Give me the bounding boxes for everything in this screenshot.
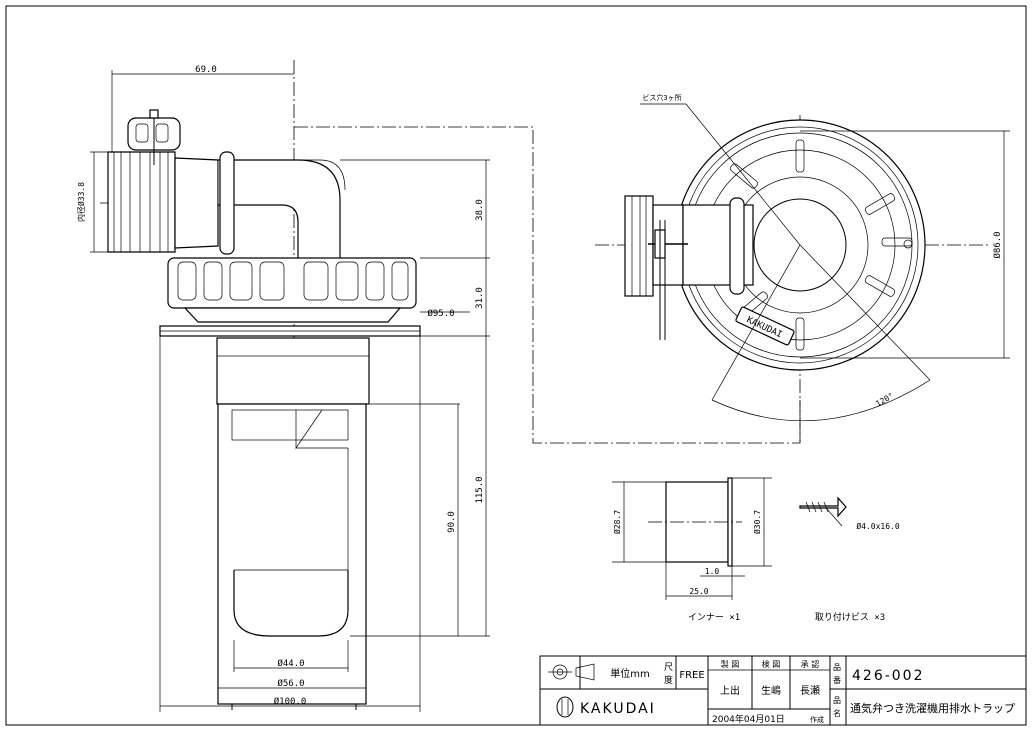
part-number: 426-002 [852, 668, 925, 684]
sheet-border [5, 5, 1027, 726]
dim-inner-33-8: 内径Ø33.8 [76, 182, 86, 222]
date-suffix: 作成 [810, 715, 824, 724]
dim-100: Ø100.0 [274, 696, 307, 707]
dim-69: 69.0 [195, 65, 217, 75]
screw-part-view: Ø4.0x16.0 取り付けビス ×3 [799, 496, 900, 623]
kakudai-logo-icon [556, 696, 574, 718]
front-elevation-view: 69.0 内径Ø33.8 38.0 31.0 Ø95.0 115.0 90.0 … [76, 60, 801, 712]
part-no-label-bottom: 番 [833, 675, 841, 685]
scale-value: FREE [679, 670, 704, 681]
dim-25: 25.0 [689, 587, 708, 596]
dim-56: Ø56.0 [277, 678, 304, 689]
drawn-header: 製 図 [721, 659, 740, 669]
dim-90: 90.0 [447, 511, 457, 533]
dim-30-7: Ø30.7 [752, 510, 762, 534]
drawn-by: 上出 [720, 684, 740, 697]
name-label-top: 品 [833, 696, 841, 705]
dim-115: 115.0 [475, 476, 485, 503]
name-label-bottom: 名 [833, 708, 841, 718]
unit-label: 単位mm [610, 667, 649, 680]
inner-part-view: Ø28.7 Ø30.7 1.0 25.0 インナー ×1 [612, 477, 772, 623]
product-name: 通気弁つき洗濯機用排水トラップ [850, 701, 1015, 715]
screw-label: 取り付けビス ×3 [815, 612, 885, 623]
top-plan-view: KAKUDAI ビス穴3ヶ所 Ø86.0 120° [595, 93, 1010, 445]
scale-label-top: 尺 [664, 662, 673, 673]
approved-by: 長瀬 [800, 685, 820, 697]
dim-28-7: Ø28.7 [612, 510, 622, 534]
title-block: 単位mm 尺 度 FREE 製 図 検 図 承 認 上出 生嶋 長瀬 品 番 4… [539, 655, 1027, 726]
scale-label-bottom: 度 [664, 674, 673, 686]
dim-31: 31.0 [475, 287, 485, 309]
dim-38: 38.0 [475, 199, 485, 221]
checked-header: 検 図 [762, 659, 781, 669]
dim-95: Ø95.0 [427, 308, 454, 319]
approved-header: 承 認 [801, 659, 820, 669]
dim-44: Ø44.0 [277, 658, 304, 669]
dim-120-deg: 120° [874, 391, 895, 408]
drawing-date: 2004年04月01日 [712, 713, 785, 725]
inner-label: インナー ×1 [688, 612, 740, 623]
screw-hole-note: ビス穴3ヶ所 [642, 93, 681, 102]
screw-dim: Ø4.0x16.0 [856, 521, 900, 531]
dim-86: Ø86.0 [992, 231, 1003, 258]
projection-symbol-icon [548, 663, 595, 681]
checked-by: 生嶋 [761, 684, 781, 697]
dim-1: 1.0 [705, 567, 720, 576]
part-no-label-top: 品 [833, 663, 841, 672]
company-name: KAKUDAI [580, 701, 656, 717]
